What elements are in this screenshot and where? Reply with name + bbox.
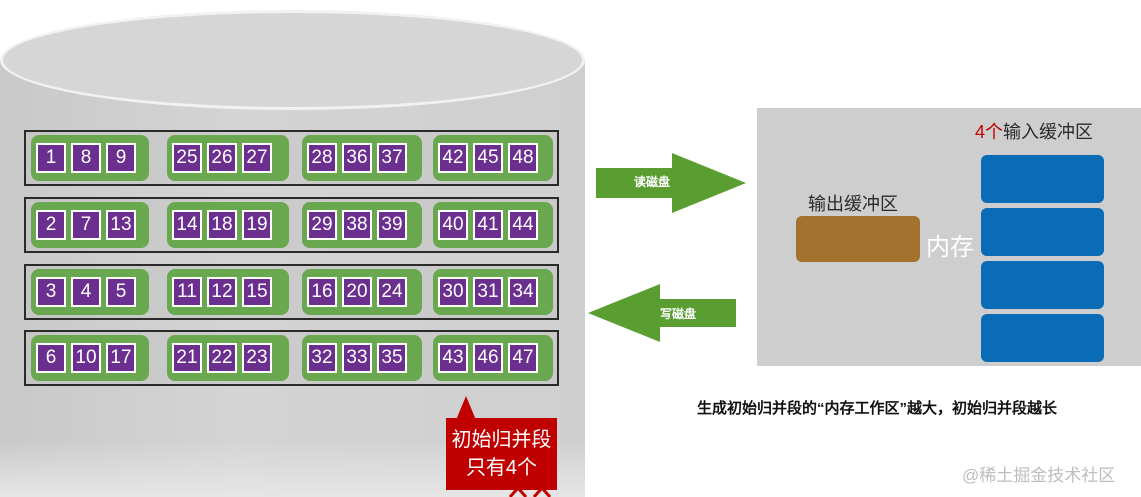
record-cell: 18 <box>207 210 237 240</box>
record-cell: 26 <box>207 143 237 173</box>
callout-bottom-arrows <box>508 486 552 497</box>
record-cell: 30 <box>438 277 468 307</box>
record-cell: 36 <box>342 143 372 173</box>
record-cell: 34 <box>508 277 538 307</box>
record-cell: 19 <box>242 210 272 240</box>
read-disk-arrow <box>596 153 746 213</box>
disk-cylinder-top <box>0 10 585 110</box>
record-cell: 39 <box>377 210 407 240</box>
record-cell: 5 <box>106 277 136 307</box>
record-cell: 4 <box>71 277 101 307</box>
write-disk-label: 写磁盘 <box>660 307 697 321</box>
input-buffer-1 <box>981 155 1104 203</box>
input-buffer-3 <box>981 261 1104 309</box>
record-cell: 23 <box>242 343 272 373</box>
record-cell: 15 <box>242 277 272 307</box>
record-cell: 13 <box>106 210 136 240</box>
record-cell: 11 <box>172 277 202 307</box>
record-cell: 7 <box>71 210 101 240</box>
input-buffer-count: 4个 <box>975 122 1004 142</box>
input-buffer-title: 4个输入缓冲区 <box>975 118 1093 144</box>
record-cell: 14 <box>172 210 202 240</box>
caption: 生成初始归并段的“内存工作区”越大，初始归并段越长 <box>697 400 1058 417</box>
callout-line-2: 只有4个 <box>465 457 538 479</box>
record-cell: 3 <box>36 277 66 307</box>
record-cell: 32 <box>307 343 337 373</box>
write-arrow-shape <box>588 284 736 342</box>
output-buffer-label: 输出缓冲区 <box>808 194 898 214</box>
record-cell: 2 <box>36 210 66 240</box>
record-cell: 31 <box>473 277 503 307</box>
record-cell: 45 <box>473 143 503 173</box>
record-cell: 10 <box>71 343 101 373</box>
record-cell: 12 <box>207 277 237 307</box>
write-disk-arrow <box>588 284 736 342</box>
record-cell: 22 <box>207 343 237 373</box>
record-cell: 21 <box>172 343 202 373</box>
record-cell: 43 <box>438 343 468 373</box>
callout-box: 初始归并段 只有4个 <box>446 418 557 490</box>
record-cell: 6 <box>36 343 66 373</box>
record-cell: 1 <box>36 143 66 173</box>
record-cell: 42 <box>438 143 468 173</box>
output-buffer <box>796 216 920 262</box>
record-cell: 16 <box>307 277 337 307</box>
record-cell: 33 <box>342 343 372 373</box>
callout-pointer <box>456 396 476 420</box>
record-cell: 8 <box>71 143 101 173</box>
record-cell: 41 <box>473 210 503 240</box>
record-cell: 29 <box>307 210 337 240</box>
input-buffer-4 <box>981 314 1104 362</box>
record-cell: 28 <box>307 143 337 173</box>
input-buffer-2 <box>981 208 1104 256</box>
record-cell: 46 <box>473 343 503 373</box>
watermark: @稀土掘金技术社区 <box>962 466 1116 485</box>
record-cell: 20 <box>342 277 372 307</box>
record-cell: 25 <box>172 143 202 173</box>
read-arrow-shape <box>596 153 746 213</box>
memory-label: 内存 <box>926 234 974 261</box>
record-cell: 37 <box>377 143 407 173</box>
record-cell: 48 <box>508 143 538 173</box>
read-disk-label: 读磁盘 <box>634 175 671 189</box>
record-cell: 27 <box>242 143 272 173</box>
record-cell: 24 <box>377 277 407 307</box>
record-cell: 9 <box>106 143 136 173</box>
record-cell: 40 <box>438 210 468 240</box>
callout-line-1: 初始归并段 <box>451 429 552 451</box>
input-buffer-title-text: 输入缓冲区 <box>1003 122 1094 142</box>
record-cell: 47 <box>508 343 538 373</box>
record-cell: 38 <box>342 210 372 240</box>
record-cell: 44 <box>508 210 538 240</box>
record-cell: 17 <box>106 343 136 373</box>
record-cell: 35 <box>377 343 407 373</box>
